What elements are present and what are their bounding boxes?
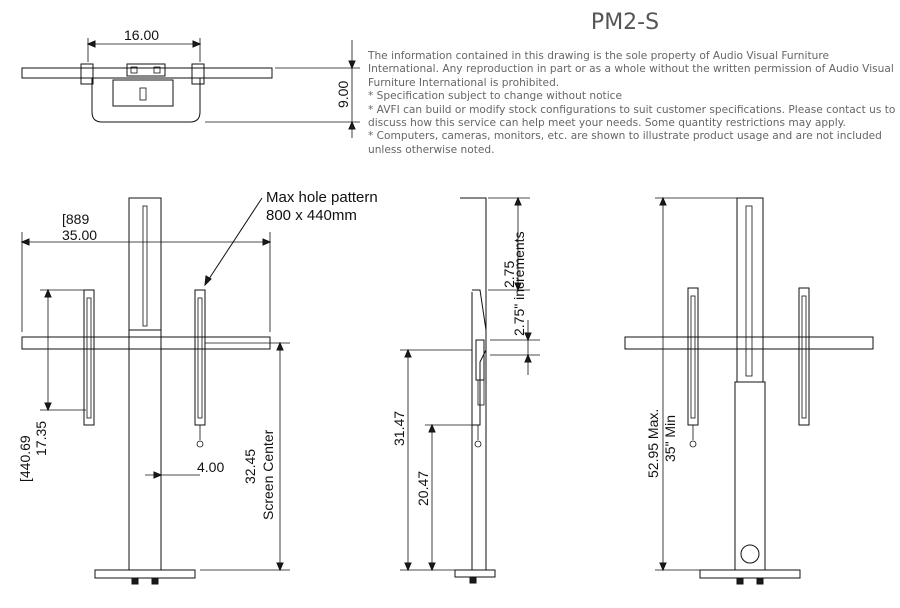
dim-offset: 4.00 bbox=[197, 459, 224, 475]
note-equipment: * Computers, cameras, monitors, etc. are… bbox=[368, 130, 882, 156]
front-bracket-right bbox=[194, 289, 206, 426]
dim-width-mm: [889 bbox=[62, 211, 89, 227]
rear-bracket-right bbox=[798, 287, 810, 426]
side-base bbox=[454, 569, 496, 578]
top-view bbox=[21, 38, 360, 138]
dim-side-upper: 31.47 bbox=[391, 411, 407, 446]
top-view-crossbar bbox=[21, 67, 273, 79]
front-column-lower bbox=[128, 329, 162, 571]
top-view-bracket-right bbox=[191, 63, 205, 85]
top-view-bracket-left bbox=[80, 63, 94, 85]
dim-top-depth: 9.00 bbox=[335, 81, 351, 108]
top-view-clamp bbox=[126, 63, 166, 77]
side-bracket bbox=[472, 289, 487, 426]
rear-view bbox=[624, 196, 874, 585]
dim-screen-center-value: 32.45 bbox=[242, 449, 258, 484]
hole-pattern-leader bbox=[204, 197, 263, 286]
dim-max-height: 52.95 Max. bbox=[645, 409, 661, 478]
dim-width-in: 35.00 bbox=[62, 227, 97, 243]
rear-column-lower bbox=[734, 381, 766, 571]
rear-bracket-left bbox=[687, 287, 699, 426]
dim-screen-center-label: Screen Center bbox=[260, 429, 276, 520]
hole-pattern-label-1: Max hole pattern bbox=[266, 189, 378, 206]
hole-pattern-label-2: 800 x 440mm bbox=[266, 207, 357, 224]
note-ownership: The information contained in this drawin… bbox=[368, 50, 894, 89]
front-base-plate bbox=[94, 569, 196, 579]
front-column-upper bbox=[128, 197, 162, 331]
drawing-title: PM2-S bbox=[590, 10, 660, 35]
note-custom-build: * AVFI can build or modify stock configu… bbox=[368, 103, 896, 130]
drawing-notes: The information contained in this drawin… bbox=[368, 50, 896, 157]
dim-bracket-in: 17.35 bbox=[33, 421, 49, 456]
note-spec-change: * Specification subject to change withou… bbox=[368, 90, 622, 103]
dim-side-lower: 20.47 bbox=[415, 471, 431, 506]
top-view-shelf bbox=[91, 78, 201, 123]
top-view-plate bbox=[112, 79, 174, 107]
rear-cable-port bbox=[740, 544, 760, 564]
rear-crossbar bbox=[624, 336, 874, 350]
dim-top-width: 16.00 bbox=[124, 27, 159, 43]
dim-increment-label: 2.75" increments bbox=[511, 231, 527, 336]
rear-base-plate bbox=[699, 569, 801, 579]
front-view bbox=[20, 197, 290, 585]
front-bracket-left bbox=[83, 289, 95, 426]
dim-bracket-mm: [440.69 bbox=[17, 435, 33, 482]
dim-min-height: 35" Min bbox=[662, 415, 678, 462]
side-column bbox=[460, 197, 487, 571]
side-view bbox=[400, 196, 540, 584]
rear-column-upper bbox=[736, 197, 764, 383]
dim-increment-value: 2.75 bbox=[501, 261, 517, 288]
